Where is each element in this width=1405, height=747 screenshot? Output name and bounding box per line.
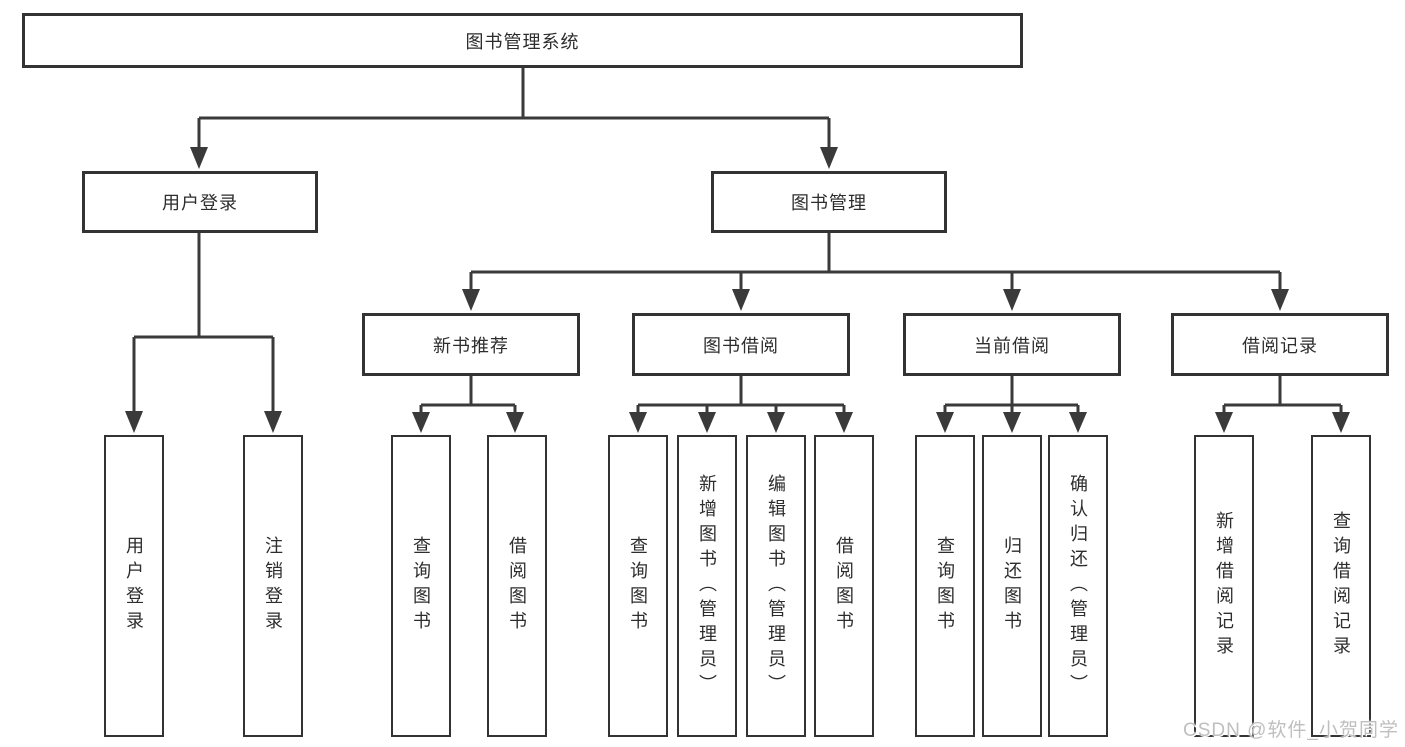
node-label: 当前借阅	[974, 335, 1050, 356]
leaf-borrowing-edit-books-admin: 编辑图书（管理员）	[746, 435, 806, 737]
connector-root-to-level2	[190, 68, 838, 169]
node-label: 编辑图书（管理员）	[766, 473, 786, 699]
node-label: 查询图书	[628, 536, 648, 636]
node-user-login: 用户登录	[82, 171, 318, 233]
node-label: 借阅记录	[1242, 335, 1318, 356]
node-book-borrowing: 图书借阅	[632, 313, 850, 376]
leaf-user-login: 用户登录	[104, 435, 164, 737]
connector-borrowing-records-to-children	[1215, 376, 1350, 433]
leaf-records-add-record: 新增借阅记录	[1194, 435, 1254, 737]
node-label: 图书管理系统	[465, 31, 580, 52]
node-label: 确认归还（管理员）	[1068, 473, 1088, 699]
leaf-current-confirm-return-admin: 确认归还（管理员）	[1048, 435, 1108, 737]
node-label: 注销登录	[263, 536, 283, 636]
connector-current-borrowing-to-children	[936, 376, 1087, 433]
csdn-watermark: CSDN @软件_小贺同学	[1183, 720, 1399, 741]
node-label: 借阅图书	[507, 536, 527, 636]
leaf-logout-login: 注销登录	[243, 435, 303, 737]
node-book-management: 图书管理	[711, 171, 947, 233]
connector-new-book-recommend-to-children	[412, 376, 524, 433]
leaf-records-query-record: 查询借阅记录	[1311, 435, 1371, 737]
node-label: 借阅图书	[834, 536, 854, 636]
node-label: 用户登录	[124, 536, 144, 636]
node-label: 查询图书	[411, 536, 431, 636]
node-borrowing-records: 借阅记录	[1171, 313, 1389, 376]
leaf-borrowing-query-books: 查询图书	[608, 435, 668, 737]
leaf-recommend-borrow-books: 借阅图书	[487, 435, 547, 737]
leaf-current-query-books: 查询图书	[915, 435, 975, 737]
node-current-borrowing: 当前借阅	[903, 313, 1121, 376]
node-label: 新增图书（管理员）	[697, 473, 717, 699]
leaf-recommend-query-books: 查询图书	[391, 435, 451, 737]
node-root: 图书管理系统	[22, 13, 1023, 68]
node-label: 归还图书	[1002, 536, 1022, 636]
leaf-borrowing-add-books-admin: 新增图书（管理员）	[677, 435, 737, 737]
connector-book-management-to-level3	[462, 233, 1289, 311]
node-label: 新增借阅记录	[1214, 511, 1234, 661]
leaf-borrowing-borrow-books: 借阅图书	[814, 435, 874, 737]
node-label: 查询借阅记录	[1331, 511, 1351, 661]
node-new-book-recommend: 新书推荐	[362, 313, 580, 376]
connector-user-login-to-children	[125, 233, 282, 433]
node-label: 图书管理	[791, 193, 867, 213]
node-label: 新书推荐	[433, 335, 509, 356]
node-label: 用户登录	[162, 193, 238, 213]
leaf-current-return-books: 归还图书	[982, 435, 1042, 737]
node-label: 图书借阅	[703, 335, 779, 356]
node-label: 查询图书	[935, 536, 955, 636]
connector-book-borrowing-to-children	[629, 376, 853, 433]
